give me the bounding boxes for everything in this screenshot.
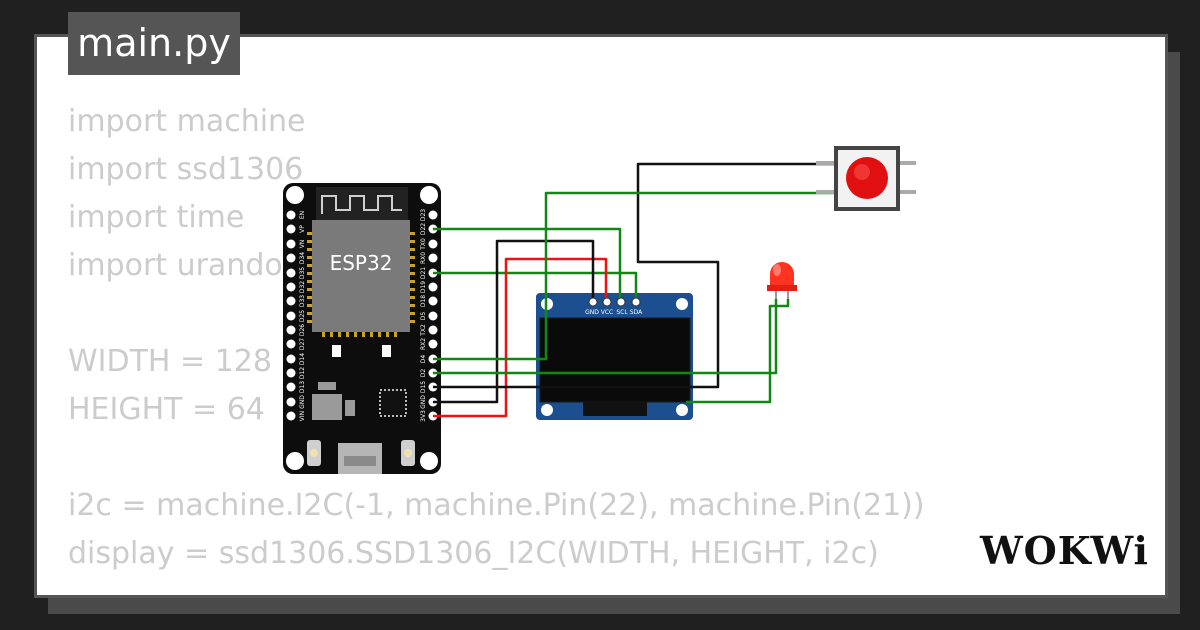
pin-label: D4 bbox=[420, 355, 427, 364]
wire-vcc[interactable] bbox=[433, 257, 608, 418]
voltage-regulator bbox=[312, 394, 342, 420]
pin-label: GND bbox=[299, 395, 306, 409]
code-line: import machine bbox=[68, 104, 306, 139]
pin-label: D2 bbox=[420, 369, 427, 378]
pin-label: D26 bbox=[299, 324, 306, 336]
wire-sda[interactable] bbox=[433, 271, 638, 302]
esp32-chip bbox=[312, 220, 410, 332]
pin-label: D5 bbox=[420, 312, 427, 321]
pin-label: VP bbox=[299, 225, 306, 233]
oled-display[interactable]: GND VCC SCL SDA bbox=[536, 293, 693, 420]
code-preview: import machine import ssd1306 import tim… bbox=[68, 98, 1068, 578]
pin-label: D15 bbox=[420, 381, 427, 393]
esp32-left-header bbox=[286, 210, 296, 421]
pin-label: RX0 bbox=[420, 252, 427, 264]
red-led[interactable] bbox=[767, 262, 797, 299]
code-line: HEIGHT = 64 bbox=[68, 392, 265, 427]
esp32-chip-label: ESP32 bbox=[330, 251, 393, 275]
pin-label: D22 bbox=[420, 223, 427, 235]
pin-label: VN bbox=[299, 240, 306, 249]
code-line: i2c = machine.I2C(-1, machine.Pin(22), m… bbox=[68, 488, 925, 523]
pin-label: GND bbox=[420, 395, 427, 409]
oled-pin-label: VCC bbox=[601, 309, 613, 316]
oled-pin-label: SDA bbox=[630, 309, 643, 316]
pin-label: D23 bbox=[420, 209, 427, 221]
pin-label: D34 bbox=[299, 252, 306, 264]
code-line: display = ssd1306.SSD1306_I2C(WIDTH, HEI… bbox=[68, 536, 879, 571]
wires bbox=[433, 162, 834, 418]
pin-label: EN bbox=[299, 211, 306, 219]
oled-screen bbox=[540, 318, 690, 402]
esp32-board[interactable]: ESP32 EN bbox=[283, 183, 441, 474]
pin-label: D12 bbox=[299, 367, 306, 379]
pin-label: VIN bbox=[299, 411, 306, 421]
pin-label: D13 bbox=[299, 381, 306, 393]
wokwi-logo-text: WOKWi bbox=[979, 528, 1149, 573]
pin-label: 3V3 bbox=[420, 410, 427, 422]
push-button[interactable] bbox=[816, 146, 916, 211]
wire-oled-gnd[interactable] bbox=[433, 239, 595, 404]
file-tab[interactable]: main.py bbox=[68, 12, 240, 75]
pin-label: D33 bbox=[299, 295, 306, 307]
wokwi-logo: WOKWi bbox=[979, 528, 1149, 573]
code-line: import ssd1306 bbox=[68, 152, 304, 187]
wire-led-anode[interactable] bbox=[433, 299, 778, 375]
wire-button-gnd[interactable] bbox=[433, 162, 834, 389]
esp32-right-header bbox=[428, 210, 438, 421]
pin-label: D21 bbox=[420, 267, 427, 279]
pin-label: D35 bbox=[299, 267, 306, 279]
pin-label: D25 bbox=[299, 310, 306, 322]
oled-pin-label: SCL bbox=[616, 309, 628, 316]
pin-label: D27 bbox=[299, 338, 306, 350]
wire-scl[interactable] bbox=[433, 227, 622, 302]
pin-label: TX0 bbox=[420, 238, 427, 251]
pin-label: D14 bbox=[299, 353, 306, 365]
code-line: WIDTH = 128 bbox=[68, 344, 272, 379]
pin-label: RX2 bbox=[420, 338, 427, 350]
pin-label: D19 bbox=[420, 281, 427, 293]
pin-label: TX2 bbox=[420, 324, 427, 337]
pin-label: D32 bbox=[299, 281, 306, 293]
wire-led-cathode[interactable] bbox=[686, 299, 790, 404]
oled-pin-label: GND bbox=[585, 309, 599, 316]
wire-button-signal[interactable] bbox=[433, 191, 834, 361]
pin-label: D18 bbox=[420, 295, 427, 307]
code-line: import time bbox=[68, 200, 245, 235]
